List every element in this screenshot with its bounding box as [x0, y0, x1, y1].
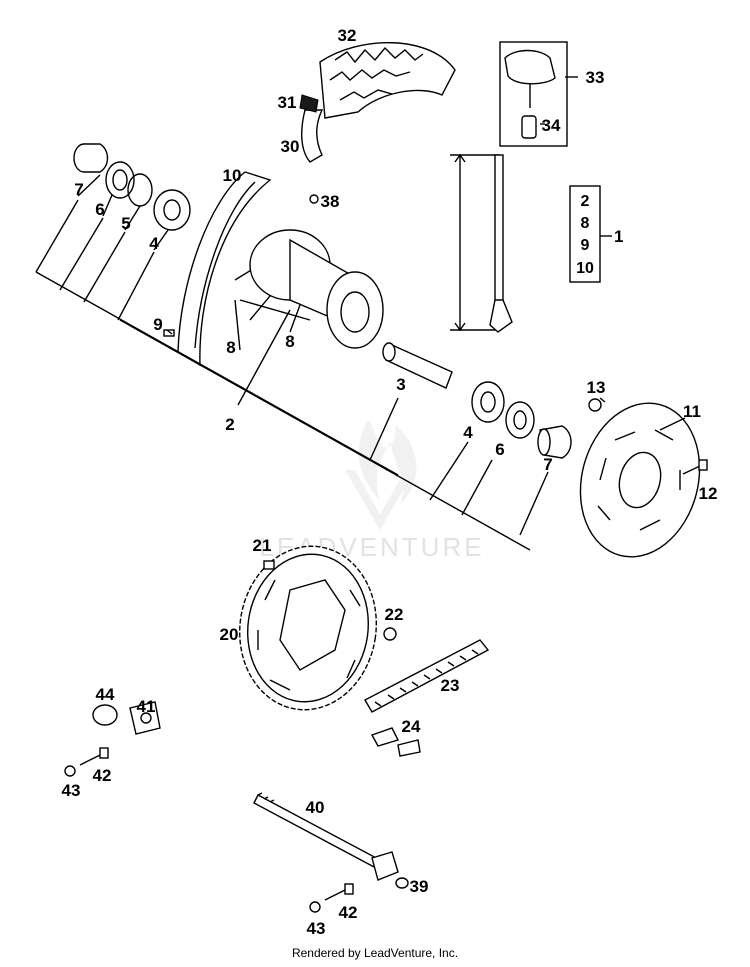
- spoke-nipple: [163, 329, 175, 337]
- callout-22: 22: [385, 605, 404, 624]
- callout-43-upper: 43: [62, 781, 81, 800]
- callout-38: 38: [321, 192, 340, 211]
- sprocket-nut: [383, 627, 397, 641]
- callout-11: 11: [683, 402, 701, 421]
- chain: [364, 639, 490, 713]
- callout-2: 2: [225, 415, 234, 434]
- right-spacer: [537, 425, 572, 459]
- kit-item-9: 9: [581, 237, 590, 254]
- axle: [253, 792, 399, 881]
- adjuster-bolt: [79, 747, 109, 766]
- lower-bolt: [324, 883, 354, 901]
- callout-39: 39: [410, 877, 429, 896]
- leader-lines: [35, 76, 686, 551]
- callout-34: 34: [542, 116, 561, 135]
- kit-item-2: 2: [581, 193, 590, 210]
- watermark-logo: [345, 420, 417, 530]
- spoke: [450, 153, 513, 333]
- callout-23: 23: [441, 676, 460, 695]
- callout-6-right: 6: [495, 440, 504, 459]
- callout-42-lower: 42: [339, 903, 358, 922]
- callout-7-right: 7: [543, 455, 552, 474]
- callout-10: 10: [223, 166, 242, 185]
- callout-6-left: 6: [95, 200, 104, 219]
- left-bearing: [153, 189, 191, 231]
- callout-8-right: 8: [285, 332, 294, 351]
- callout-12: 12: [699, 484, 718, 503]
- callout-labels: 32 31 30 33 34 10 38 7 6 5 4 9 8 8 2 3 4…: [62, 26, 718, 938]
- callout-41: 41: [137, 697, 156, 716]
- callout-5: 5: [121, 214, 130, 233]
- disc-nut: [588, 398, 602, 412]
- callout-21: 21: [253, 536, 272, 555]
- kit-item-10: 10: [576, 260, 594, 277]
- callout-33: 33: [586, 68, 605, 87]
- callout-8-left: 8: [226, 338, 235, 357]
- callout-9: 9: [153, 315, 162, 334]
- callout-44: 44: [96, 685, 115, 704]
- valve-nut: [309, 194, 319, 204]
- adjuster-locknut: [64, 765, 76, 777]
- inner-tube: [299, 94, 324, 163]
- brake-disc: [579, 402, 701, 558]
- callout-4-right: 4: [463, 423, 473, 442]
- callout-7-left: 7: [74, 180, 83, 199]
- kit-number: 1: [614, 227, 623, 246]
- callout-30: 30: [281, 137, 300, 156]
- kit-box: [569, 185, 601, 283]
- callout-42-upper: 42: [93, 766, 112, 785]
- sprocket-bolt: [263, 560, 275, 570]
- lower-locknut: [309, 901, 321, 913]
- axle-nut: [395, 877, 409, 889]
- right-seal: [505, 401, 535, 439]
- callout-31: 31: [278, 93, 297, 112]
- left-spacer: [73, 143, 109, 173]
- callout-32: 32: [338, 26, 357, 45]
- callout-43-lower: 43: [307, 919, 326, 938]
- rear-sprocket: [239, 545, 377, 711]
- chain-master-link: [370, 727, 421, 757]
- kit-item-8: 8: [581, 215, 590, 232]
- tire: [319, 41, 456, 119]
- adjuster-nut: [92, 704, 118, 726]
- right-bearing: [471, 381, 505, 423]
- left-seal: [105, 161, 135, 199]
- callout-20: 20: [220, 625, 239, 644]
- callout-4-left: 4: [149, 234, 159, 253]
- valve-cap: [504, 49, 556, 139]
- callout-24: 24: [402, 717, 421, 736]
- footer-credit: Rendered by LeadVenture, Inc.: [291, 946, 459, 960]
- callout-3: 3: [396, 375, 405, 394]
- callout-40: 40: [306, 798, 325, 817]
- hub: [249, 229, 384, 349]
- callout-13: 13: [587, 378, 606, 397]
- distance-sleeve: [382, 342, 453, 389]
- disc-bolt: [682, 459, 708, 475]
- chain-adjuster: [129, 701, 161, 735]
